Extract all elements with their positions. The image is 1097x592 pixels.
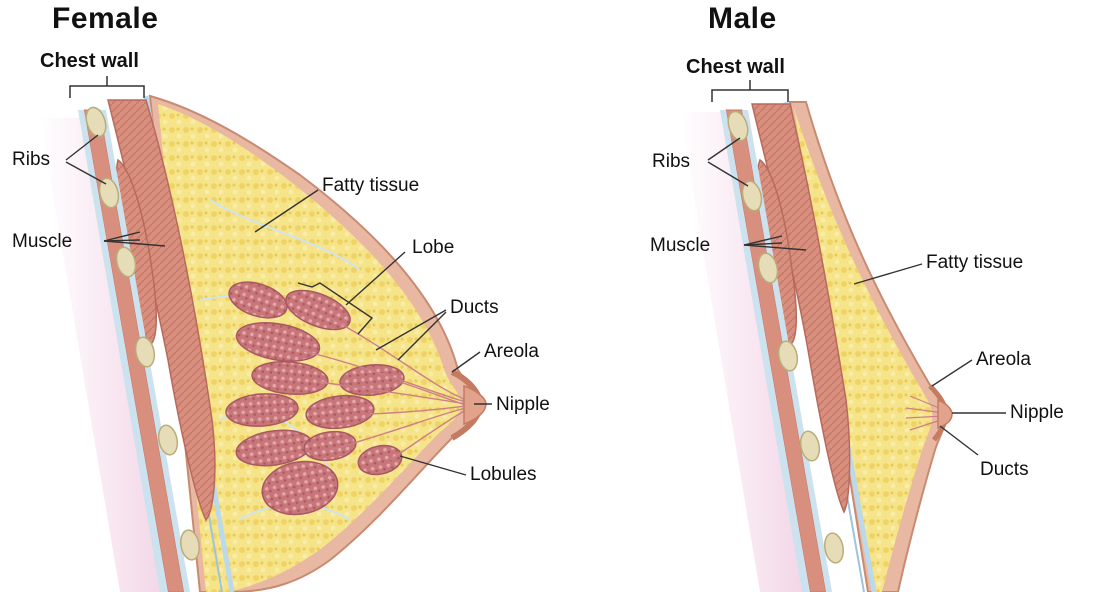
male-muscle-label: Muscle — [650, 236, 710, 255]
female-chest-wall-label: Chest wall — [40, 50, 139, 73]
male-nipple — [938, 400, 952, 428]
male-areola-label: Areola — [976, 350, 1031, 369]
male-chest-wall-bracket — [712, 80, 788, 102]
female-nipple — [464, 386, 486, 424]
male-fatty-tissue-label: Fatty tissue — [926, 253, 1023, 272]
male-ducts-label: Ducts — [980, 460, 1029, 479]
male-ribs-label: Ribs — [652, 152, 690, 171]
male-nipple-label: Nipple — [1010, 403, 1064, 422]
female-chest-wall-bracket — [70, 76, 144, 98]
female-ducts-label: Ducts — [450, 298, 499, 317]
female-ribs-label: Ribs — [12, 150, 50, 169]
female-fatty-tissue-label: Fatty tissue — [322, 176, 419, 195]
female-muscle-label: Muscle — [12, 232, 72, 251]
female-illustration — [40, 76, 492, 592]
female-areola-label: Areola — [484, 342, 539, 361]
female-nipple-label: Nipple — [496, 395, 550, 414]
male-chest-wall-label: Chest wall — [686, 56, 785, 79]
female-lobules-label: Lobules — [470, 465, 537, 484]
male-illustration — [680, 80, 1006, 592]
male-title: Male — [708, 2, 777, 36]
female-title: Female — [52, 2, 158, 36]
female-lobe-label: Lobe — [412, 238, 454, 257]
